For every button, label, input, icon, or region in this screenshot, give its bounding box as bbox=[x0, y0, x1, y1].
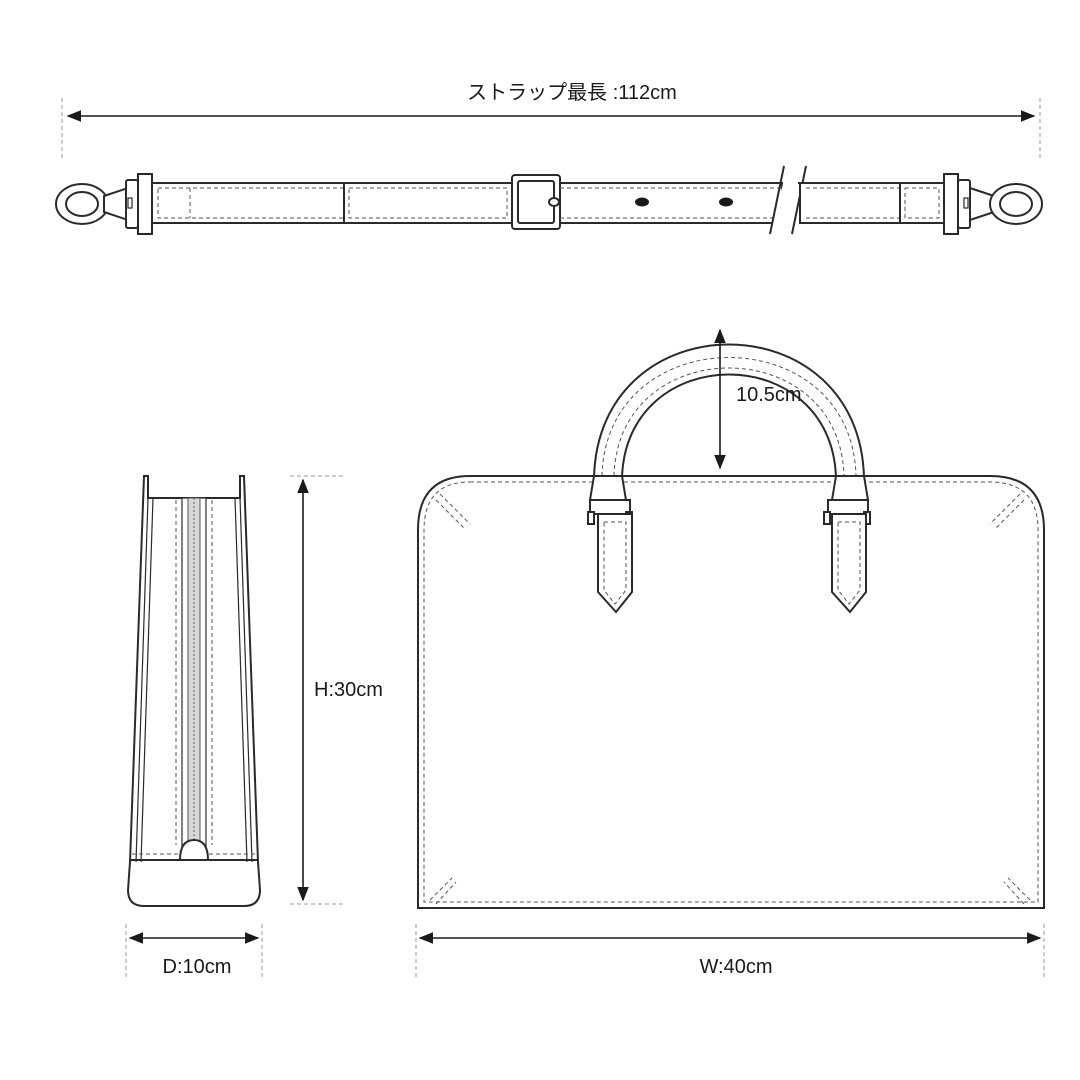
strap-hole bbox=[719, 197, 733, 207]
shoulder-strap bbox=[55, 98, 1043, 235]
width-dimension bbox=[415, 924, 1045, 980]
bag-side-view bbox=[126, 475, 262, 907]
right-swivel-clasp bbox=[943, 173, 1043, 235]
height-label: H:30cm bbox=[314, 679, 383, 701]
width-label: W:40cm bbox=[699, 956, 773, 978]
left-handle-tab bbox=[587, 475, 633, 614]
strap-length-label: ストラップ最長 :112cm bbox=[467, 82, 677, 104]
left-swivel-clasp bbox=[55, 173, 153, 235]
handle-drop-label: 10.5cm bbox=[736, 384, 802, 406]
strap-body bbox=[151, 165, 945, 235]
depth-dimension bbox=[125, 924, 263, 980]
height-dimension bbox=[290, 475, 344, 905]
right-handle-tab bbox=[823, 475, 871, 614]
bag-front-view bbox=[417, 343, 1045, 909]
strap-hole bbox=[635, 197, 649, 207]
depth-label: D:10cm bbox=[162, 956, 232, 978]
